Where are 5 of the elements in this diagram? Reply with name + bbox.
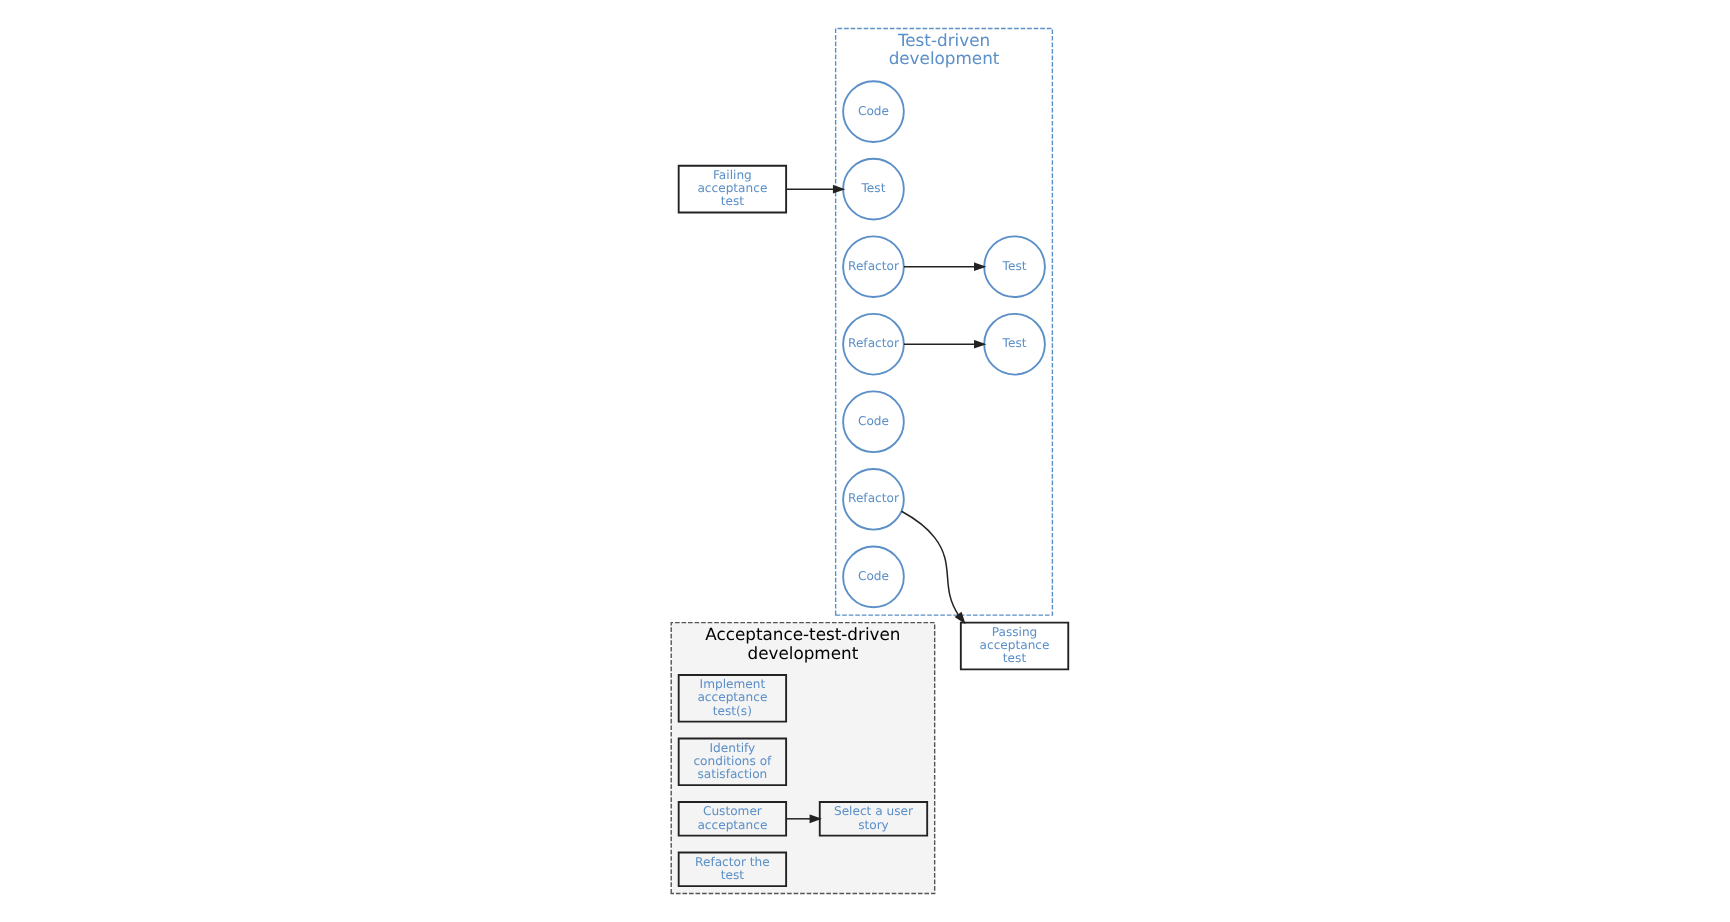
arrow — [784, 184, 845, 194]
arrow — [899, 510, 965, 625]
arrow — [784, 814, 821, 824]
arrow — [902, 339, 986, 349]
arrow — [902, 262, 986, 271]
